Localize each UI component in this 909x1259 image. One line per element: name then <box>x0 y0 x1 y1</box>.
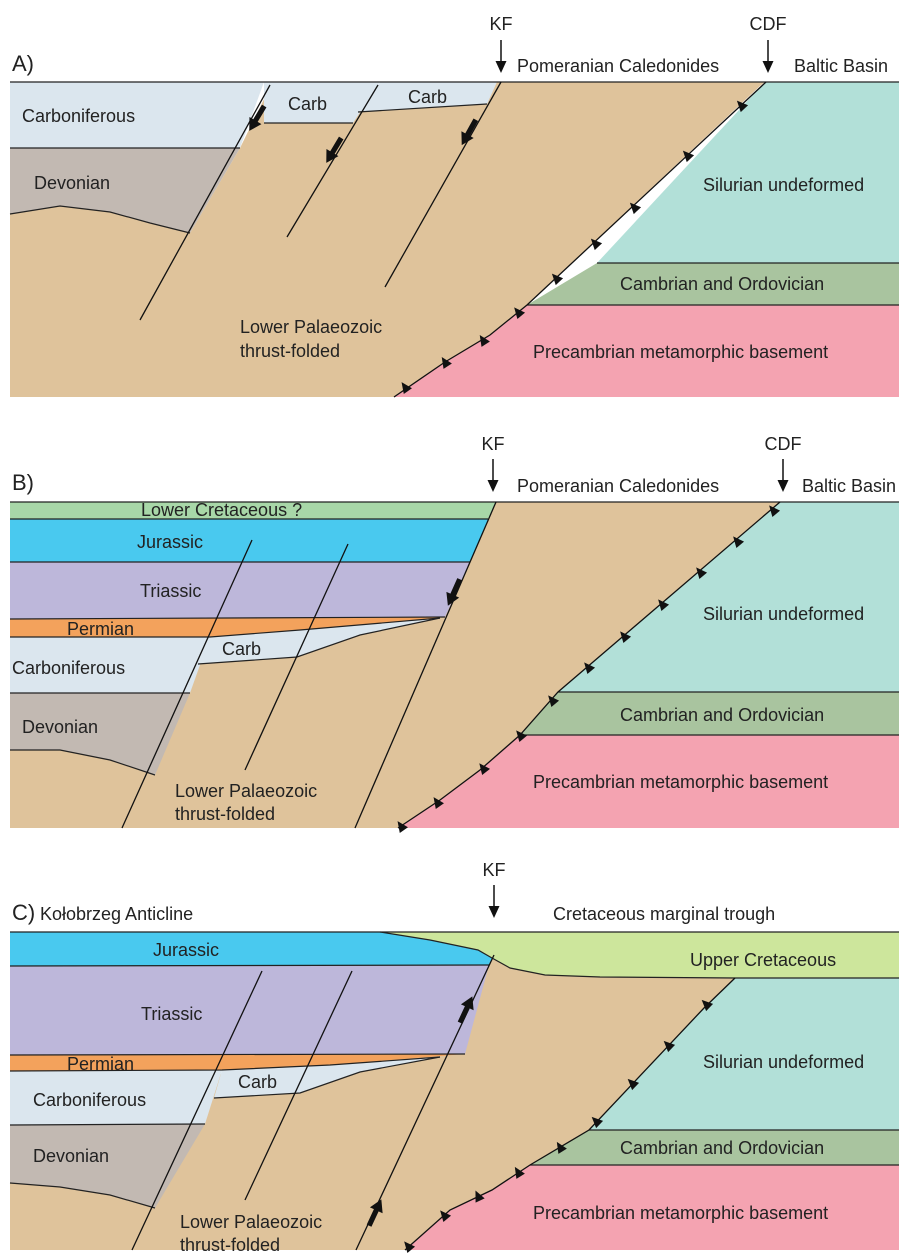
baltic-basin-label: Baltic Basin <box>794 56 888 76</box>
jurassic-unit <box>10 519 488 562</box>
upper-cretaceous-label: Upper Cretaceous <box>690 950 836 970</box>
silurian-label: Silurian undeformed <box>703 1052 864 1072</box>
kf-marker-arrow <box>489 885 500 918</box>
permian-label: Permian <box>67 1054 134 1074</box>
pomeranian-caledonides-label: Pomeranian Caledonides <box>517 56 719 76</box>
lower-palaeozoic-label: Lower Palaeozoic <box>180 1212 322 1232</box>
precambrian-label: Precambrian metamorphic basement <box>533 342 828 362</box>
panel-letter: A) <box>12 51 34 76</box>
jurassic-label: Jurassic <box>137 532 203 552</box>
kf-marker-arrow <box>496 40 507 73</box>
carb-label: Carb <box>222 639 261 659</box>
carboniferous-label: Carboniferous <box>33 1090 146 1110</box>
devonian-label: Devonian <box>34 173 110 193</box>
kf-label: KF <box>481 434 504 454</box>
kolobrzeg-anticline-label: Kołobrzeg Anticline <box>40 904 193 924</box>
cdf-label: CDF <box>750 14 787 34</box>
baltic-basin-label: Baltic Basin <box>802 476 896 496</box>
silurian-label: Silurian undeformed <box>703 175 864 195</box>
silurian-label: Silurian undeformed <box>703 604 864 624</box>
panel-letter: C) <box>12 900 35 925</box>
carboniferous-label: Carboniferous <box>12 658 125 678</box>
carb-label: Carb <box>238 1072 277 1092</box>
kf-label: KF <box>489 14 512 34</box>
cretaceous-marginal-trough-label: Cretaceous marginal trough <box>553 904 775 924</box>
cdf-marker-arrow <box>778 459 789 492</box>
cdf-label: CDF <box>765 434 802 454</box>
carb-label: Carb <box>408 87 447 107</box>
section-a: A) KF CDF Pomeranian Caledonides Baltic … <box>10 14 899 397</box>
lower-cretaceous-label: Lower Cretaceous ? <box>141 500 302 520</box>
precambrian-label: Precambrian metamorphic basement <box>533 772 828 792</box>
section-b: B) KF CDF Pomeranian Caledonides Baltic … <box>10 434 899 833</box>
thrust-folded-label: thrust-folded <box>175 804 275 824</box>
lower-palaeozoic-label: Lower Palaeozoic <box>240 317 382 337</box>
triassic-unit <box>10 562 470 619</box>
carb-label: Carb <box>288 94 327 114</box>
thrust-folded-label: thrust-folded <box>240 341 340 361</box>
pomeranian-caledonides-label: Pomeranian Caledonides <box>517 476 719 496</box>
permian-label: Permian <box>67 619 134 639</box>
triassic-unit <box>10 965 489 1055</box>
triassic-label: Triassic <box>140 581 201 601</box>
carboniferous-label: Carboniferous <box>22 106 135 126</box>
section-c: C) KF Kołobrzeg Anticline Cretaceous mar… <box>10 860 899 1255</box>
kf-label: KF <box>482 860 505 880</box>
kf-marker-arrow <box>488 459 499 492</box>
thrust-folded-label: thrust-folded <box>180 1235 280 1255</box>
cambrian-ordovician-label: Cambrian and Ordovician <box>620 1138 824 1158</box>
panel-letter: B) <box>12 470 34 495</box>
cdf-marker-arrow <box>763 40 774 73</box>
jurassic-label: Jurassic <box>153 940 219 960</box>
triassic-label: Triassic <box>141 1004 202 1024</box>
lower-palaeozoic-label: Lower Palaeozoic <box>175 781 317 801</box>
cambrian-ordovician-label: Cambrian and Ordovician <box>620 274 824 294</box>
devonian-label: Devonian <box>22 717 98 737</box>
cambrian-ordovician-label: Cambrian and Ordovician <box>620 705 824 725</box>
devonian-label: Devonian <box>33 1146 109 1166</box>
precambrian-label: Precambrian metamorphic basement <box>533 1203 828 1223</box>
